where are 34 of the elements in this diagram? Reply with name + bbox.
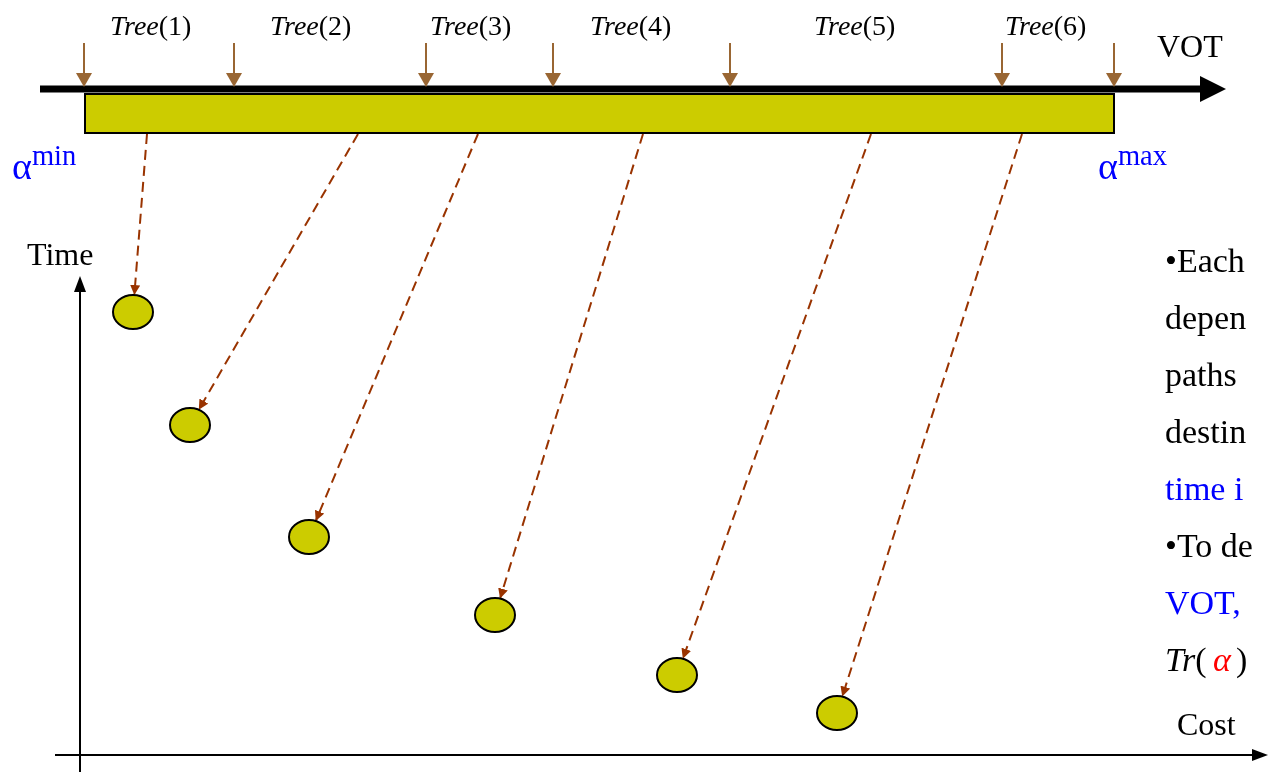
note-text: Tr(	[1165, 643, 1207, 677]
note-text: VOT,	[1165, 586, 1241, 620]
path-point-circle	[474, 597, 516, 633]
path-point-circle	[169, 407, 211, 443]
alpha-symbol: α	[1213, 643, 1231, 677]
tree-label: Tree(2)	[270, 12, 352, 40]
path-point-circle	[816, 695, 858, 731]
path-point-circle	[288, 519, 330, 555]
note-text: destin	[1165, 415, 1247, 449]
note-text: paths	[1165, 358, 1237, 392]
note-text: depen	[1165, 301, 1247, 335]
path-point-circle	[656, 657, 698, 693]
path-point-circle	[112, 294, 154, 330]
dashed-arrow	[840, 133, 1023, 697]
tree-label: Tree(1)	[110, 12, 192, 40]
axis-label: Time	[27, 238, 94, 270]
dashed-arrow	[198, 133, 359, 410]
dashed-arrow	[498, 133, 644, 599]
vot-range-bar	[84, 93, 1115, 134]
note-text: •To de	[1165, 529, 1253, 563]
dashed-arrow	[314, 133, 479, 522]
note-text: time i	[1165, 472, 1244, 506]
tree-label: Tree(4)	[590, 12, 672, 40]
alpha-max-label: α$^{max}$	[1098, 142, 1167, 185]
tree-label: Tree(5)	[814, 12, 896, 40]
axis-label: Cost	[1177, 708, 1236, 740]
axis-label: VOT	[1157, 30, 1223, 62]
note-text: )	[1236, 643, 1248, 677]
alpha-min-label: α$^{min}$	[12, 142, 77, 185]
tree-label: Tree(6)	[1005, 12, 1087, 40]
note-text: •Each	[1165, 244, 1245, 278]
tree-label: Tree(3)	[430, 12, 512, 40]
dashed-arrow	[681, 133, 872, 659]
dashed-arrow	[130, 133, 148, 296]
